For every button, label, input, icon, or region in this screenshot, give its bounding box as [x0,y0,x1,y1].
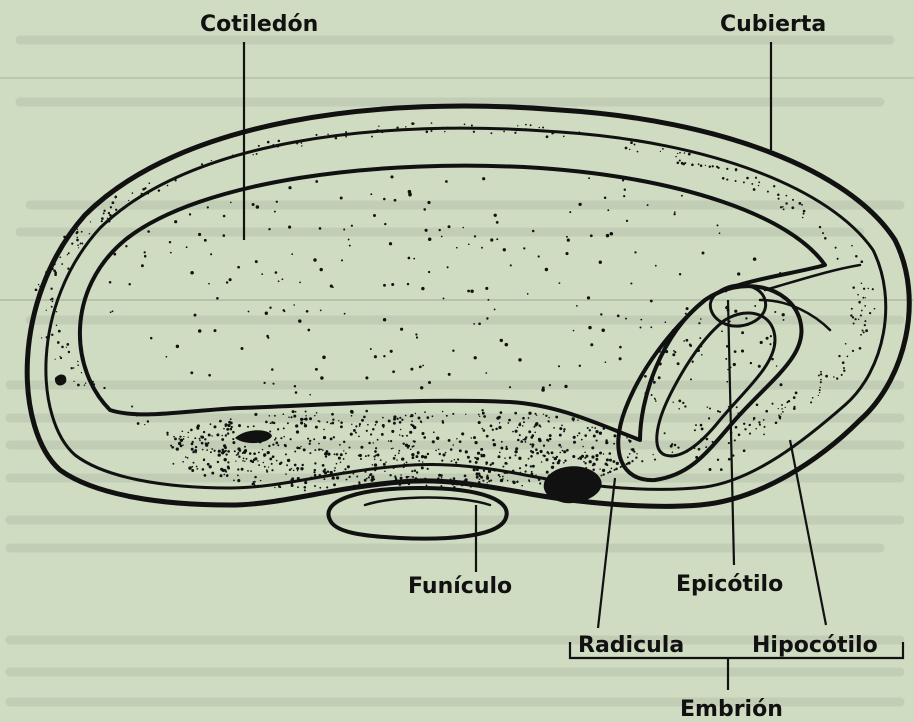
label-hipocotilo: Hipocótilo [752,633,878,658]
label-epicotilo: Epicótilo [676,572,783,597]
label-radicula: Radicula [578,633,684,658]
label-cotiledon: Cotiledón [200,12,318,37]
label-cubierta: Cubierta [720,12,826,37]
label-funiculo: Funículo [408,574,512,599]
label-embrion: Embrión [680,697,783,722]
